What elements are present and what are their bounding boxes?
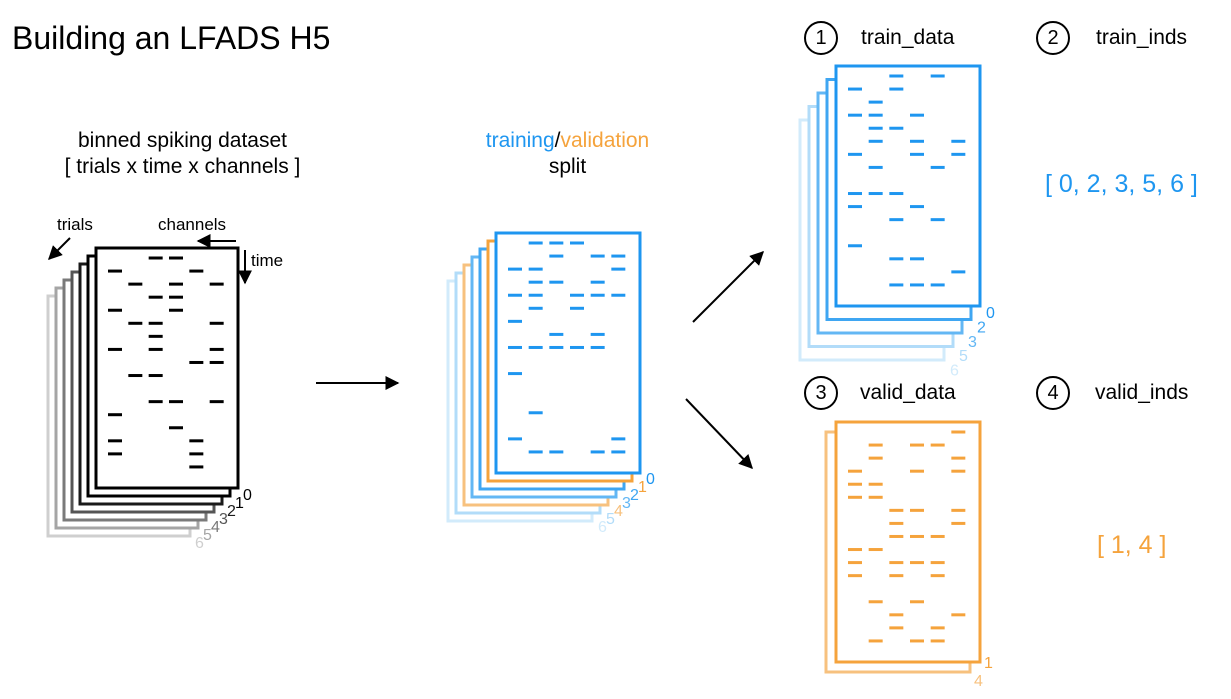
- arrow-down-right-icon: [685, 398, 753, 470]
- train-stack-number-6: 6: [950, 363, 959, 380]
- validation-word: validation: [560, 129, 650, 152]
- axis-channels-label: channels: [158, 215, 227, 234]
- training-word: training: [485, 129, 555, 152]
- page-title: Building an LFADS H5: [12, 20, 331, 56]
- dataset-stack-number-2: 2: [227, 503, 236, 520]
- valid-card-1: [834, 420, 982, 664]
- train-inds-value: [ 0, 2, 3, 5, 6 ]: [1045, 170, 1198, 198]
- dataset-stack-number-4: 4: [211, 519, 220, 536]
- split-stack-number-2: 2: [630, 487, 639, 504]
- badge-3: 3: [804, 376, 838, 410]
- valid-stack-number-4: 4: [974, 673, 983, 690]
- slash: /: [554, 129, 561, 152]
- split-stack-number-3: 3: [622, 495, 631, 512]
- split-card-0: [494, 231, 642, 475]
- dataset-stack-number-3: 3: [219, 511, 228, 528]
- dataset-caption-line1: binned spiking dataset: [78, 129, 287, 152]
- split-caption-line1: training/validation: [430, 128, 705, 154]
- train-card-0: [834, 64, 982, 308]
- train-stack-number-2: 2: [977, 319, 986, 336]
- dataset-stack-number-6: 6: [195, 535, 204, 552]
- split-caption-line2: split: [548, 155, 587, 178]
- dataset-stack-number-0: 0: [243, 487, 252, 504]
- valid-stack-number-1: 1: [984, 655, 993, 672]
- split-caption: training/validation split: [430, 128, 705, 180]
- badge-2: 2: [1036, 21, 1070, 55]
- train-stack-number-5: 5: [959, 348, 968, 365]
- badge-1: 1: [804, 21, 838, 55]
- axis-time-label: time: [251, 251, 284, 270]
- split-stack-number-5: 5: [606, 511, 615, 528]
- train-data-label: train_data: [861, 26, 955, 49]
- dataset-caption-line2: [ trials x time x channels ]: [64, 155, 301, 178]
- arrow-up-right-icon: [692, 251, 764, 323]
- train-stack-number-3: 3: [968, 334, 977, 351]
- dataset-stack-number-1: 1: [235, 495, 244, 512]
- dataset-card-0: [94, 246, 240, 490]
- trials-axis-arrow: [48, 237, 71, 260]
- split-stack-number-4: 4: [614, 503, 623, 520]
- badge-4: 4: [1036, 376, 1070, 410]
- split-stack-number-6: 6: [598, 519, 607, 536]
- axis-trials-label: trials: [57, 215, 93, 234]
- split-stack-number-0: 0: [646, 471, 655, 488]
- valid-inds-label: valid_inds: [1095, 381, 1189, 404]
- valid-data-label: valid_data: [860, 381, 956, 404]
- dataset-stack-number-5: 5: [203, 527, 212, 544]
- split-stack-number-1: 1: [638, 479, 647, 496]
- dataset-caption: binned spiking dataset [ trials x time x…: [25, 128, 340, 180]
- valid-inds-value: [ 1, 4 ]: [1097, 531, 1167, 559]
- train-inds-label: train_inds: [1096, 26, 1188, 49]
- train-stack-number-0: 0: [986, 305, 995, 322]
